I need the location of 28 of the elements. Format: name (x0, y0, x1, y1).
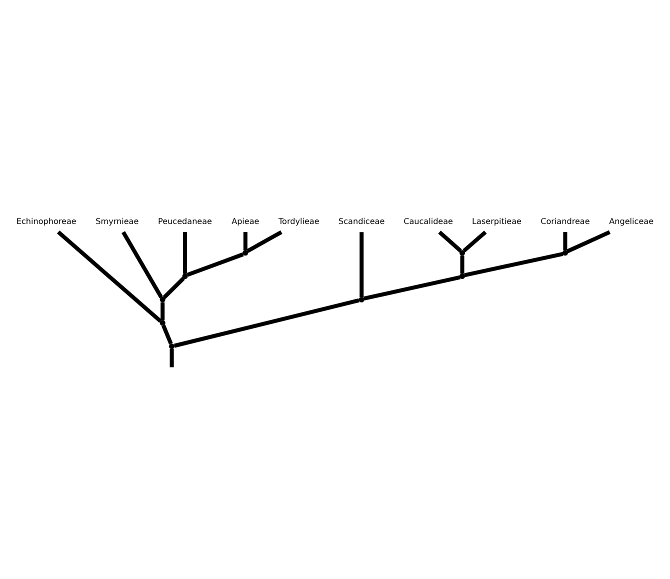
connector (360, 232, 364, 298)
connector (170, 349, 174, 368)
connector (183, 232, 188, 274)
connector (460, 256, 464, 274)
connector (243, 232, 248, 250)
connector (363, 275, 460, 301)
connector (464, 252, 564, 278)
connector (462, 230, 487, 252)
node-point (459, 250, 466, 256)
connector (162, 276, 185, 300)
connector (563, 232, 568, 250)
node-point (182, 274, 188, 280)
connector (438, 230, 462, 252)
node-point (459, 274, 466, 280)
connector (246, 230, 282, 253)
node-point (358, 296, 364, 302)
node-point (242, 250, 248, 256)
node-point (562, 250, 568, 256)
node-point (160, 320, 166, 326)
connector (174, 298, 360, 348)
connector (56, 230, 162, 323)
node-point (169, 344, 175, 350)
connector (160, 302, 165, 320)
connector (566, 230, 611, 254)
connector (186, 252, 244, 277)
connector (122, 231, 164, 298)
connector (162, 324, 173, 345)
node-point (160, 296, 166, 302)
